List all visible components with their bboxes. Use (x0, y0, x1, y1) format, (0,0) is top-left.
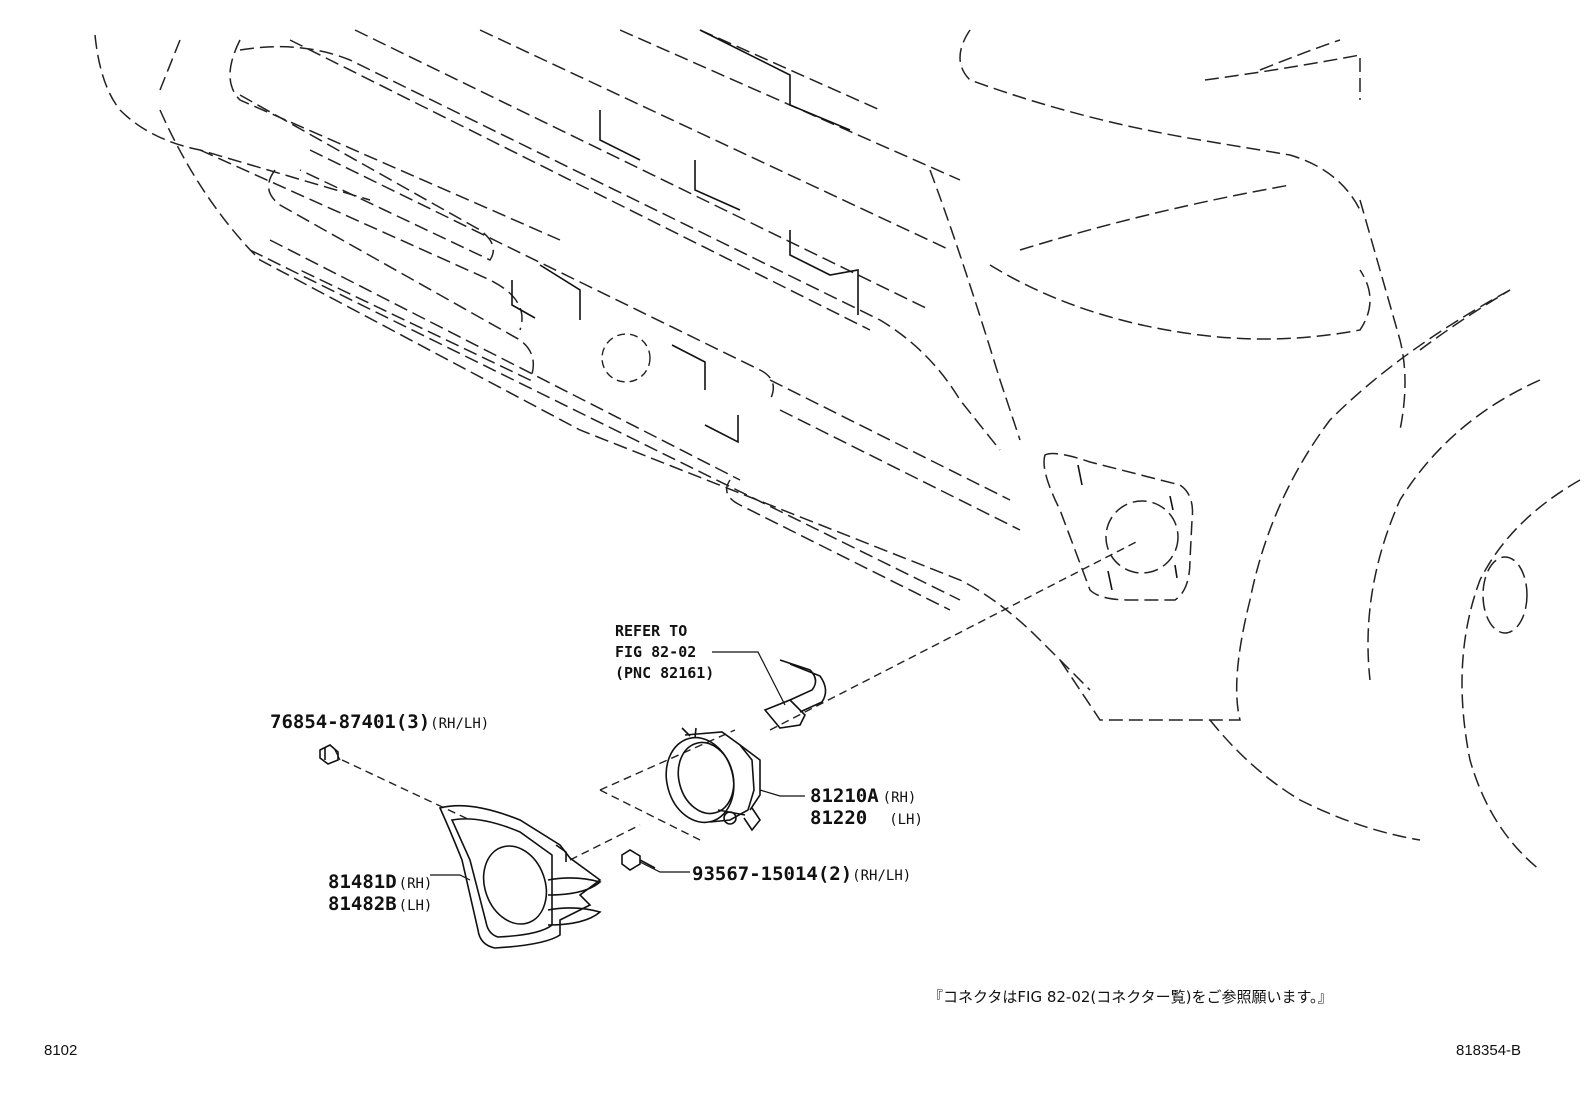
refer-to-label-line3: (PNC 82161) (615, 664, 714, 682)
connector-note: 『コネクタはFIG 82-02(コネクター覧)をご参照願います。』 (928, 988, 1333, 1006)
clip-label: 76854-87401(3)(RH/LH) (270, 711, 489, 733)
refer-to-label-line1: REFER TO (615, 622, 687, 640)
fog-lamp-rh-label: 81210A(RH) (810, 785, 916, 807)
page-code: 8102 (44, 1042, 77, 1059)
vehicle-phantom-outline (94, 29, 1581, 871)
assembly-guide-lines (341, 539, 1141, 861)
refer-to-label-line2: FIG 82-02 (615, 643, 696, 661)
screw-label: 93567-15014(2)(RH/LH) (692, 863, 911, 885)
leader-lines (334, 651, 805, 881)
fog-lamp-assembly-part[interactable] (657, 727, 761, 832)
bezel-lh-label: 81482B(LH) (328, 893, 432, 915)
screw-part[interactable] (621, 849, 656, 871)
clip-part[interactable] (319, 744, 339, 765)
figure-id: 818354-B (1456, 1042, 1521, 1059)
fog-lamp-bezel-part[interactable] (438, 804, 602, 949)
wiring-connector-part[interactable] (763, 659, 827, 729)
fog-lamp-lh-label: 81220(LH) (810, 807, 923, 829)
bezel-rh-label: 81481D(RH) (328, 871, 432, 893)
